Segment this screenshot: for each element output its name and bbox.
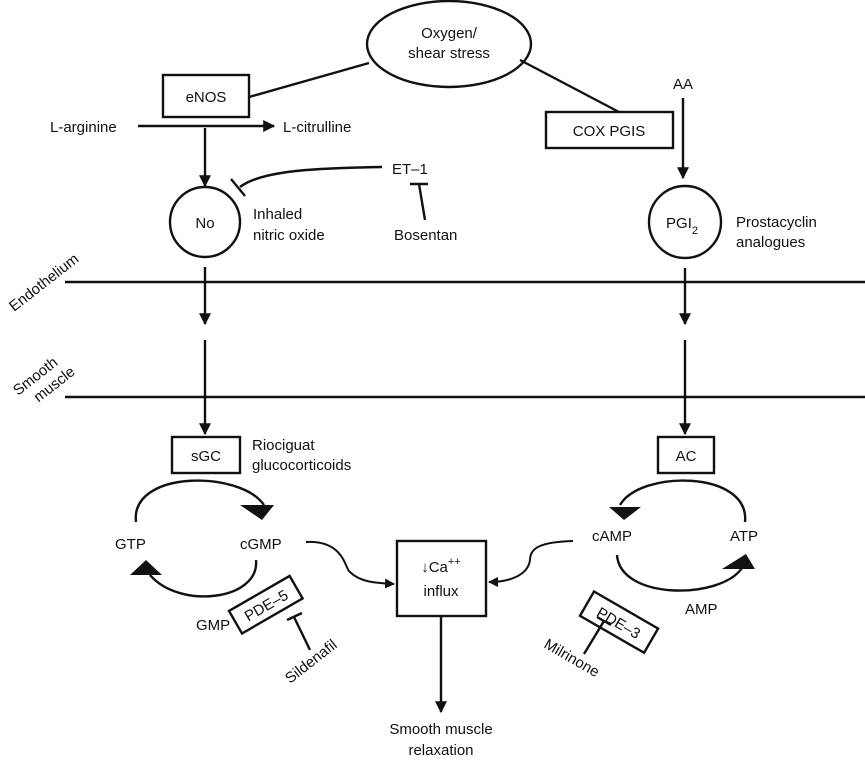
pgi2-label: PGI2	[666, 215, 698, 237]
bosentan-label: Bosentan	[394, 227, 457, 244]
stimulus-line1: Oxygen/	[421, 25, 478, 42]
et1-inhibition-bar	[230, 178, 246, 197]
l-citrulline-label: L-citrulline	[283, 119, 351, 136]
amp-label: AMP	[685, 601, 718, 618]
cgmp-label: cGMP	[240, 536, 282, 553]
cgmp-to-ca-arrow	[305, 540, 395, 589]
et1-inhibition-line	[239, 165, 383, 188]
l-arginine-label: L-arginine	[50, 119, 117, 136]
ca-base: ↓Ca	[421, 559, 448, 576]
gtp-to-cgmp-arc	[134, 479, 265, 523]
atp-to-camp-arc	[618, 479, 747, 523]
gtp-to-cgmp-arrowhead	[240, 505, 274, 520]
gmp-label: GMP	[196, 617, 230, 634]
cox-pgis-box	[544, 110, 675, 150]
outcome-line2: relaxation	[408, 742, 473, 759]
ca-influx-box	[395, 539, 488, 618]
cgmp-to-gtp-arrowhead	[130, 560, 162, 575]
milrinone-inhibition-line	[582, 620, 606, 655]
outcome-line1: Smooth muscle	[389, 721, 492, 738]
riociguat-line1: Riociguat	[252, 437, 315, 454]
gtp-label: GTP	[115, 536, 146, 553]
ca-line1: ↓Ca++	[421, 556, 461, 576]
sgc-box	[170, 435, 242, 475]
ac-label: AC	[676, 448, 697, 465]
sildenafil-inhibition-line	[292, 616, 312, 651]
smooth-muscle-label: Smooth muscle	[10, 354, 78, 406]
camp-to-atp-arrowhead	[722, 554, 755, 569]
camp-label: cAMP	[592, 528, 632, 545]
enos-box	[161, 73, 251, 119]
pgi2-sub: 2	[692, 225, 698, 237]
inhaled-no-line1: Inhaled	[253, 206, 302, 223]
pgi2-circle	[647, 184, 723, 260]
no-circle	[168, 185, 242, 259]
camp-to-atp-arc	[615, 554, 743, 592]
cox-pgis-label: COX PGIS	[573, 123, 646, 140]
pde5-box-group: PDE–5	[227, 574, 305, 636]
aa-label: AA	[673, 76, 693, 93]
prostacyclin-line2: analogues	[736, 234, 805, 251]
sildenafil-label: Sildenafil	[282, 636, 340, 687]
stimulus-to-cox-line	[519, 58, 620, 114]
atp-to-camp-arrowhead	[609, 507, 641, 520]
riociguat-line2: glucocorticoids	[252, 457, 351, 474]
enos-label: eNOS	[186, 89, 227, 106]
no-label: No	[195, 215, 214, 232]
pde3-box-group: PDE–3	[578, 589, 660, 655]
stimulus-to-enos-line	[248, 61, 370, 99]
ac-box	[656, 435, 716, 475]
sgc-label: sGC	[191, 448, 221, 465]
sildenafil-inhibition-bar	[286, 611, 303, 622]
pde5-box	[227, 574, 305, 636]
et1-label: ET–1	[392, 161, 428, 178]
pgi2-base: PGI	[666, 215, 692, 232]
stimulus-ellipse	[365, 0, 533, 89]
cgmp-to-gtp-arc	[149, 559, 258, 598]
atp-label: ATP	[730, 528, 758, 545]
milrinone-label: Milrinone	[541, 636, 602, 681]
ca-line2: influx	[423, 583, 459, 600]
inhaled-no-line2: nitric oxide	[253, 227, 325, 244]
pde3-box	[578, 589, 660, 655]
ca-sup: ++	[448, 556, 461, 568]
stimulus-line2: shear stress	[408, 45, 490, 62]
bosentan-inhibition-line	[417, 183, 427, 221]
camp-to-ca-arrow	[488, 540, 574, 587]
prostacyclin-line1: Prostacyclin	[736, 214, 817, 231]
